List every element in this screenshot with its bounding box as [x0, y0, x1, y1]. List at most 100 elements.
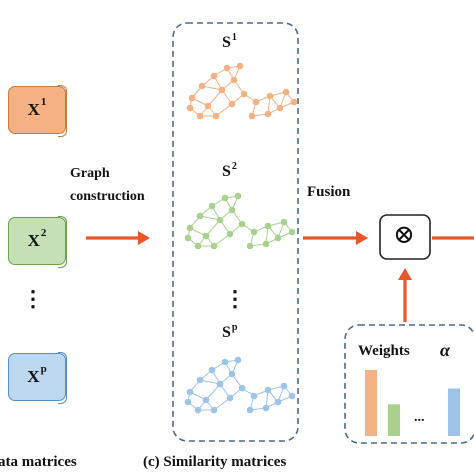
- graph-node: [198, 82, 206, 90]
- similarity-sp-sup: p: [231, 322, 238, 333]
- data-matrices-ellipsis: ⋮: [22, 286, 44, 311]
- graph-node: [216, 216, 224, 224]
- data-matrix-x2-bracket: [58, 216, 67, 268]
- data-matrices-caption: ata matrices: [0, 454, 77, 470]
- graph-node: [228, 206, 236, 214]
- similarity-ellipsis: ⋮: [224, 286, 246, 311]
- graph-edge: [199, 379, 221, 385]
- data-matrix-xp-sup: p: [40, 363, 47, 375]
- graph-node: [204, 102, 212, 110]
- graph-node: [246, 242, 254, 250]
- graph-node: [264, 222, 272, 230]
- graph-node: [228, 100, 236, 108]
- graph-node: [228, 370, 236, 378]
- graph-node: [196, 112, 204, 120]
- graph-node: [202, 396, 210, 404]
- graph-node: [240, 90, 248, 98]
- graph-edge: [207, 89, 223, 107]
- graph-edge: [213, 397, 231, 411]
- data-matrix-xp-base: X: [27, 367, 40, 386]
- arrow-weights-to-fusion: [398, 268, 412, 322]
- data-matrix-xp-bracket: [58, 352, 67, 404]
- graph-node: [186, 388, 194, 396]
- graph-node: [252, 98, 260, 106]
- weights-label: Weights: [358, 343, 410, 359]
- similarity-panel: [172, 22, 299, 442]
- similarity-sp-base: S: [222, 324, 231, 341]
- data-matrix-x2-base: X: [27, 231, 40, 250]
- similarity-graph-1: [186, 62, 298, 120]
- graph-edge: [205, 219, 221, 237]
- graph-node: [262, 404, 270, 412]
- graph-node: [208, 202, 216, 210]
- graph-edge: [215, 103, 233, 117]
- graph-node: [288, 228, 296, 236]
- graph-node: [288, 392, 296, 400]
- data-matrix-x2-sup: 2: [40, 227, 47, 239]
- similarity-graphs: [184, 62, 298, 414]
- graph-node: [208, 366, 216, 374]
- graph-node: [218, 86, 226, 94]
- similarity-s1-base: S: [222, 34, 231, 51]
- graph-node: [226, 394, 234, 402]
- fusion-operator-symbol: ⊗: [393, 220, 415, 249]
- graph-node: [282, 88, 290, 96]
- graph-node: [262, 240, 270, 248]
- graph-node: [276, 104, 284, 112]
- graph-node: [202, 232, 210, 240]
- graph-node: [188, 94, 196, 102]
- graph-node: [234, 192, 242, 200]
- graph-node: [236, 62, 244, 70]
- graph-node: [184, 234, 192, 242]
- arrow-to-fusion: [303, 231, 368, 245]
- similarity-graph-2: [184, 192, 296, 250]
- graph-node: [210, 406, 218, 414]
- graph-node: [246, 406, 254, 414]
- graph-node: [234, 356, 242, 364]
- graph-edge: [199, 215, 221, 221]
- arrow-to-similarity: [86, 231, 150, 245]
- graph-construction-label-line1: Graph: [70, 166, 110, 181]
- data-matrix-x1-sup: 1: [40, 96, 47, 108]
- graph-node: [266, 92, 274, 100]
- graph-node: [274, 234, 282, 242]
- fusion-label: Fusion: [307, 184, 351, 200]
- graph-node: [186, 104, 194, 112]
- graph-edge: [213, 233, 231, 247]
- flow-arrows: [86, 231, 474, 322]
- graph-node: [196, 376, 204, 384]
- fusion-box: [379, 214, 431, 260]
- similarity-s2-base: S: [222, 163, 231, 180]
- weights-panel: [344, 324, 474, 444]
- weight-bar-3: [448, 388, 460, 436]
- graph-node: [221, 194, 229, 202]
- graph-node: [238, 384, 246, 392]
- graph-node: [212, 112, 220, 120]
- graph-node: [194, 406, 202, 414]
- graph-node: [186, 224, 194, 232]
- graph-node: [221, 358, 229, 366]
- weight-bar-1: [365, 370, 377, 436]
- similarity-caption: (c) Similarity matrices: [143, 454, 287, 470]
- data-matrix-x1-bracket: [58, 85, 67, 137]
- graph-edge: [201, 85, 223, 91]
- data-matrix-x1-base: X: [27, 100, 40, 119]
- graph-node: [264, 110, 272, 118]
- similarity-s1-title: S1: [222, 32, 237, 52]
- graph-node: [250, 392, 258, 400]
- graph-edge: [205, 383, 221, 401]
- graph-node: [226, 230, 234, 238]
- graph-node: [274, 398, 282, 406]
- graph-node: [238, 220, 246, 228]
- similarity-s1-sup: 1: [231, 32, 237, 43]
- graph-construction-label-line2: construction: [70, 189, 145, 204]
- similarity-sp-title: Sp: [222, 322, 238, 342]
- graph-node: [216, 380, 224, 388]
- graph-node: [290, 98, 298, 106]
- graph-node: [280, 382, 288, 390]
- graph-node: [210, 72, 218, 80]
